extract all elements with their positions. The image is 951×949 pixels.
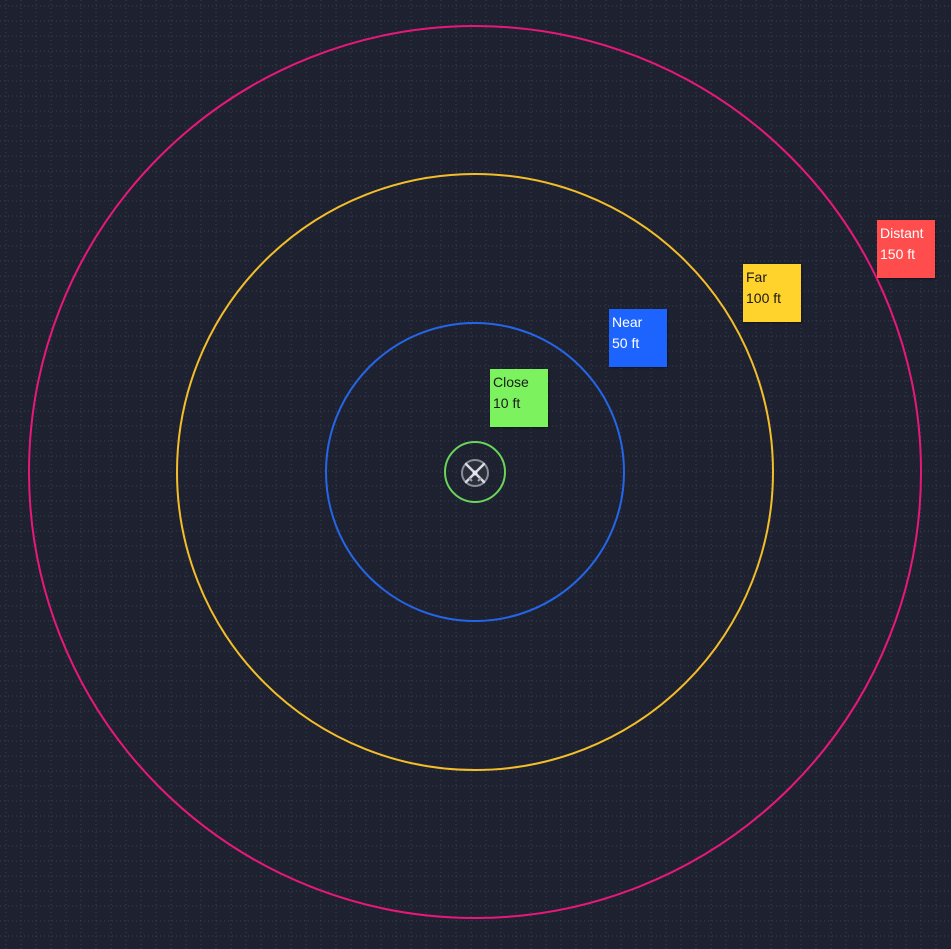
near-range-ring xyxy=(325,322,625,622)
distant-range-ring xyxy=(28,25,922,919)
near-range-name: Near xyxy=(612,314,643,330)
distant-range-name: Distant xyxy=(880,225,924,241)
far-range-label[interactable]: Far 100 ft xyxy=(743,264,801,322)
near-range-label[interactable]: Near 50 ft xyxy=(609,309,667,367)
close-range-ring xyxy=(444,441,506,503)
near-range-distance: 50 ft xyxy=(612,335,640,351)
close-range-name: Close xyxy=(493,374,529,390)
far-range-name: Far xyxy=(746,269,767,285)
player-token[interactable] xyxy=(445,443,505,503)
crossed-swords-icon xyxy=(461,459,489,487)
distant-range-label[interactable]: Distant 150 ft xyxy=(877,220,935,278)
far-range-distance: 100 ft xyxy=(746,290,782,306)
close-range-label[interactable]: Close 10 ft xyxy=(490,369,548,427)
close-range-distance: 10 ft xyxy=(493,395,521,411)
distant-range-distance: 150 ft xyxy=(880,246,916,262)
far-range-ring xyxy=(176,173,774,771)
